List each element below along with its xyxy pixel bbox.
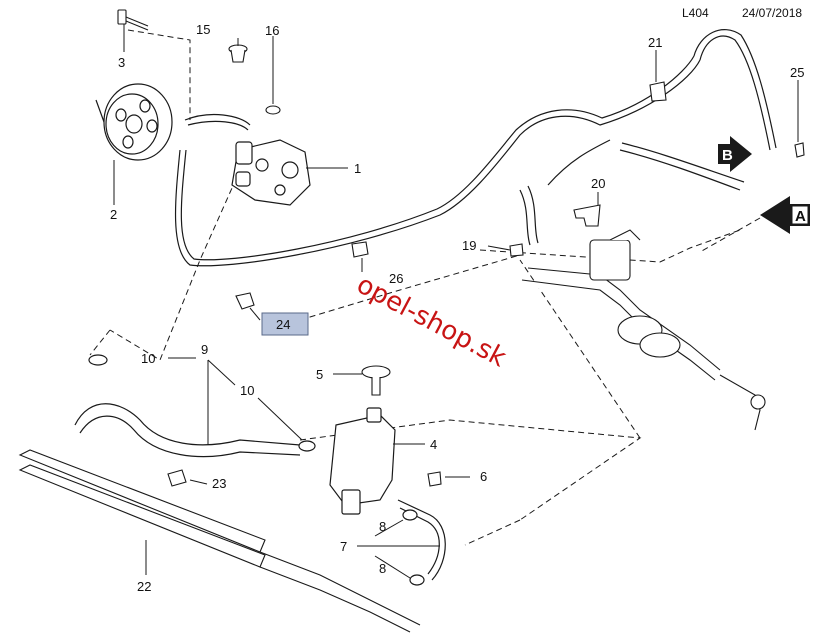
hose-7 [397, 499, 446, 586]
callouts: 3 2 1 15 16 24 26 19 20 21 25 5 4 6 10 9… [110, 22, 804, 594]
callout-5: 5 [316, 367, 323, 382]
clip-24 [235, 292, 255, 310]
dashed-guides [89, 29, 761, 546]
callout-20: 20 [591, 176, 605, 191]
callout-2: 2 [110, 207, 117, 222]
highlight-24-box [261, 312, 309, 336]
callout-8-upper: 8 [379, 519, 386, 534]
callout-3: 3 [118, 55, 125, 70]
callout-21: 21 [648, 35, 662, 50]
callout-15: 15 [196, 22, 210, 37]
bolt-3 [117, 9, 149, 31]
svg-text:B: B [722, 147, 733, 164]
pulley [95, 83, 173, 161]
ring-16 [265, 105, 281, 115]
callout-19: 19 [462, 238, 476, 253]
callout-22: 22 [137, 579, 151, 594]
cap-5 [361, 365, 391, 396]
callout-10-right: 10 [240, 383, 254, 398]
steering-rack [521, 229, 766, 431]
bolt-25 [794, 142, 805, 158]
hose-upper [174, 29, 777, 267]
callout-9: 9 [201, 342, 208, 357]
callout-10-left: 10 [141, 351, 155, 366]
clip-26 [351, 241, 369, 258]
svg-text:A: A [795, 208, 806, 225]
bracket-20 [573, 204, 601, 227]
callout-25: 25 [790, 65, 804, 80]
callout-24: 24 [276, 317, 290, 332]
leader-lines [113, 24, 799, 579]
callout-16: 16 [265, 23, 279, 38]
callout-4: 4 [430, 437, 437, 452]
callout-23: 23 [212, 476, 226, 491]
callout-8-lower: 8 [379, 561, 386, 576]
clip-21 [649, 81, 667, 102]
callout-26: 26 [389, 271, 403, 286]
steering-pump [231, 139, 311, 206]
nut-23 [167, 469, 187, 487]
callout-1: 1 [354, 161, 361, 176]
arrow-a: A [760, 196, 810, 234]
cooler-22 [18, 449, 421, 633]
hose-9 [74, 354, 316, 458]
bolt-6 [427, 471, 442, 487]
clip-19 [509, 243, 524, 257]
reservoir-4 [329, 407, 396, 515]
callout-6: 6 [480, 469, 487, 484]
watermark: opel-shop.sk [352, 270, 511, 374]
arrow-b: B [718, 136, 752, 172]
callout-7: 7 [340, 539, 347, 554]
diagram-code: L404 [682, 6, 709, 20]
hose-return [519, 139, 745, 246]
cap-15 [228, 44, 248, 63]
diagram-date: 24/07/2018 [742, 6, 803, 20]
